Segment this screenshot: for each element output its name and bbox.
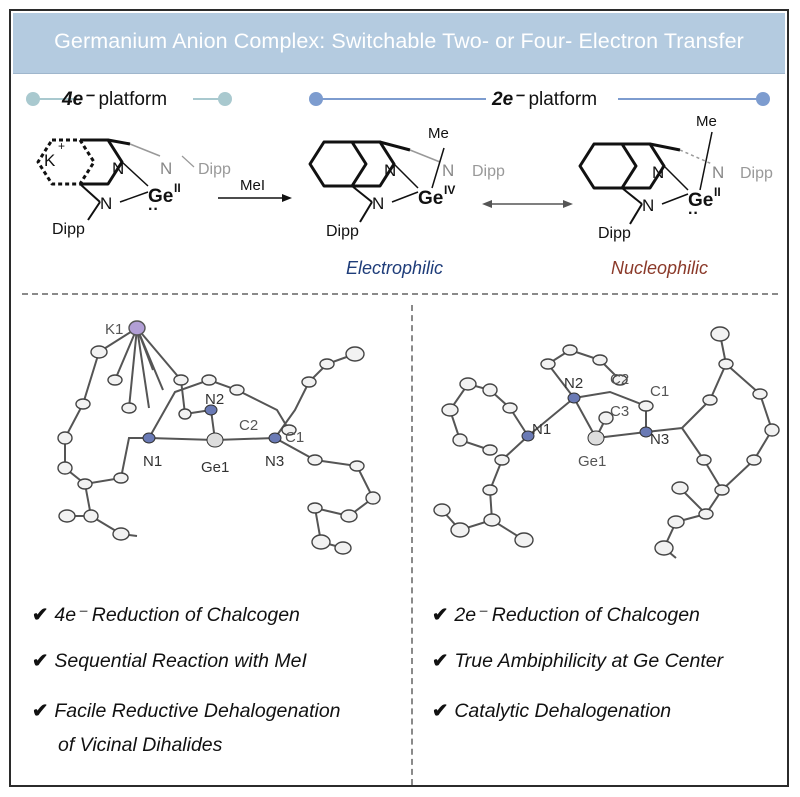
svg-text:Dipp: Dipp (52, 221, 85, 238)
feature-left-1: ✔4e⁻ Reduction of Chalcogen (32, 604, 300, 626)
svg-text:N: N (642, 196, 654, 215)
svg-text:N: N (160, 159, 172, 178)
feature-right-3: ✔Catalytic Dehalogenation (432, 700, 672, 722)
svg-text:··: ·· (688, 205, 699, 222)
svg-text:II: II (714, 185, 721, 199)
svg-text:C1: C1 (285, 429, 304, 446)
svg-text:II: II (174, 181, 181, 195)
svg-text:N: N (442, 161, 454, 180)
electrophilic-label: Electrophilic (346, 258, 444, 278)
nucleophilic-label: Nucleophilic (611, 258, 709, 278)
svg-text:Me: Me (696, 113, 717, 130)
svg-text:Ge: Ge (418, 188, 443, 209)
svg-text:N3: N3 (650, 431, 669, 448)
reaction-scheme: K + N N Dipp Ge II ·· N Dipp MeI Me N N … (36, 113, 773, 242)
svg-text:Ge: Ge (688, 190, 713, 211)
svg-text:N: N (112, 159, 124, 178)
checkmark-icon: ✔ (32, 700, 49, 722)
title: Germanium Anion Complex: Switchable Two-… (54, 29, 744, 53)
crystal-structure-left: K1 N2 C2 C1 N1 Ge1 N3 (57, 320, 381, 555)
graphical-abstract-frame: Germanium Anion Complex: Switchable Two-… (9, 9, 789, 787)
platform-4e-line (26, 92, 232, 106)
svg-text:C2: C2 (610, 371, 629, 388)
svg-text:Ge1: Ge1 (201, 459, 229, 476)
svg-text:N: N (652, 163, 664, 182)
structure-nucleophilic (578, 131, 713, 225)
svg-text:··: ·· (148, 201, 159, 218)
svg-text:Dipp: Dipp (598, 225, 631, 242)
title-bar: Germanium Anion Complex: Switchable Two-… (13, 13, 785, 74)
svg-text:N2: N2 (564, 375, 583, 392)
svg-text:Me: Me (428, 125, 449, 142)
svg-text:N: N (372, 194, 384, 213)
svg-text:N1: N1 (532, 421, 551, 438)
svg-text:K1: K1 (105, 321, 123, 338)
svg-text:+: + (58, 139, 65, 153)
svg-text:N3: N3 (265, 453, 284, 470)
horizontal-divider (22, 293, 778, 295)
svg-text:IV: IV (444, 183, 455, 197)
mei-label: MeI (240, 177, 265, 194)
platform-2e-line (309, 92, 770, 106)
svg-text:N: N (384, 161, 396, 180)
svg-text:Ge1: Ge1 (578, 453, 606, 470)
svg-text:C3: C3 (610, 403, 629, 420)
checkmark-icon: ✔ (32, 650, 49, 672)
svg-text:N: N (100, 194, 112, 213)
checkmark-icon: ✔ (432, 650, 449, 672)
svg-text:C2: C2 (239, 417, 258, 434)
feature-left-3-cont: of Vicinal Dihalides (58, 734, 223, 756)
crystal-structure-right: N2 C2 C1 C3 N1 N3 Ge1 (433, 326, 780, 559)
svg-text:Dipp: Dipp (198, 161, 231, 178)
svg-text:Ge: Ge (148, 186, 173, 207)
svg-text:C1: C1 (650, 383, 669, 400)
svg-text:K: K (44, 151, 56, 170)
checkmark-icon: ✔ (32, 604, 49, 626)
feature-right-1: ✔2e⁻ Reduction of Chalcogen (432, 604, 700, 626)
platform-4e-label: 4e⁻ platform (62, 89, 168, 110)
svg-text:N2: N2 (205, 391, 224, 408)
svg-text:N1: N1 (143, 453, 162, 470)
svg-text:Dipp: Dipp (740, 165, 773, 182)
svg-text:N: N (712, 163, 724, 182)
structure-electrophilic (308, 140, 445, 223)
feature-left-3: ✔Facile Reductive Dehalogenation (32, 700, 341, 722)
feature-right-2: ✔True Ambiphilicity at Ge Center (432, 650, 724, 672)
vertical-divider (411, 305, 413, 785)
structure-k-complex (36, 138, 195, 221)
svg-text:Dipp: Dipp (326, 223, 359, 240)
platform-2e-label: 2e⁻ platform (492, 89, 598, 110)
feature-left-2: ✔Sequential Reaction with MeI (32, 650, 307, 672)
checkmark-icon: ✔ (432, 700, 449, 722)
checkmark-icon: ✔ (432, 604, 449, 626)
svg-text:Dipp: Dipp (472, 163, 505, 180)
